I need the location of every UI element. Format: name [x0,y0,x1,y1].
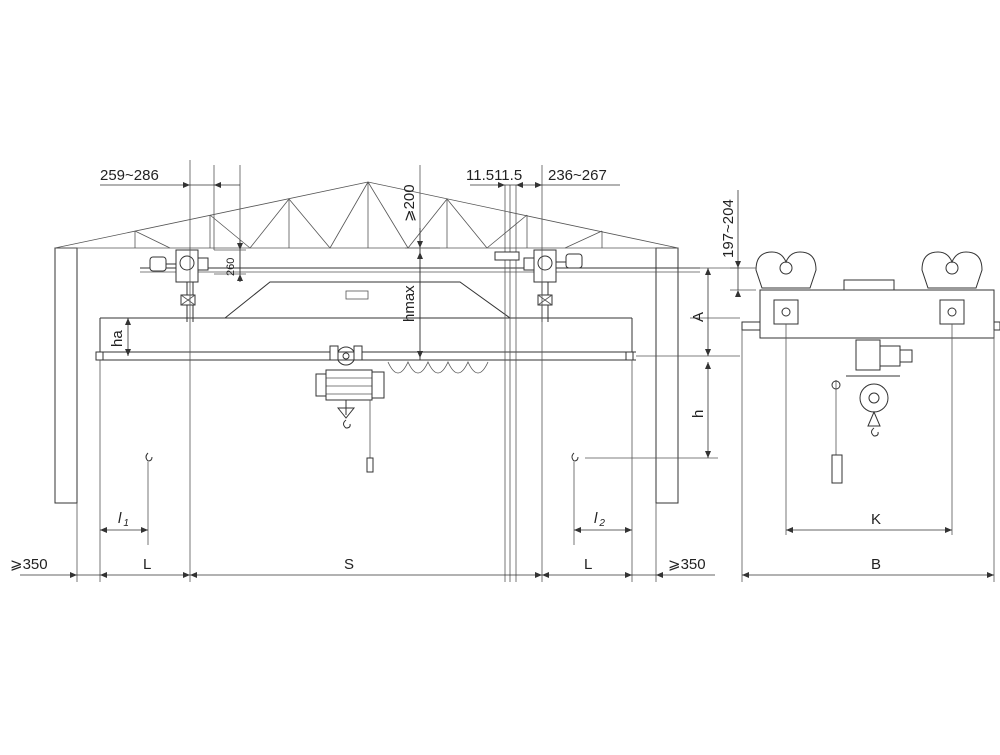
hook-limit-left [145,452,153,545]
left-end-truck [149,249,209,322]
side-view [741,251,1000,535]
side-top-dimension [730,190,756,297]
k-dimension [786,527,952,533]
rail-gap-label: 11.511.5 [466,167,522,184]
bottom-dimension-line [20,572,715,578]
extension-lines [76,160,740,582]
left-clearance-label: ⩾350 [10,556,48,573]
top-left-dimension [100,182,240,188]
top-clearance-dimension [405,228,440,252]
roof-truss [54,181,679,249]
l1-dimension [100,527,148,533]
hoist-trolley [315,345,385,473]
left-l-label: L [143,556,151,573]
right-end-truck [523,249,583,322]
center-rail [494,185,520,582]
l2-dimension [574,527,632,533]
left-wall [54,247,78,504]
rail-offset-label: 260 [225,258,237,276]
a-dimension [705,268,711,356]
top-clearance-label: ⩾200 [401,184,418,222]
ha-dimension [125,318,131,356]
h-dimension [705,362,711,458]
hook-limit-right [571,452,718,545]
hmax-label: hmax [401,285,418,322]
wheel-right-label: 236~267 [548,167,607,184]
b-label: B [871,556,881,573]
b-dimension [741,330,995,582]
side-top-label: 197~204 [720,199,737,258]
festoon-cable [387,361,489,374]
k-label: K [871,511,881,528]
top-right-dimension [470,182,620,188]
wheel-left-label: 259~286 [100,167,159,184]
right-l-label: L [584,556,592,573]
right-clearance-label: ⩾350 [668,556,706,573]
a-label: A [690,312,707,322]
rail-offset-dimension [214,240,246,282]
h-label: h [690,410,707,418]
right-wall [655,247,679,504]
ha-label: ha [109,330,126,347]
span-label: S [344,556,354,573]
bridge-girder [95,281,636,361]
hmax-dimension [417,252,423,360]
